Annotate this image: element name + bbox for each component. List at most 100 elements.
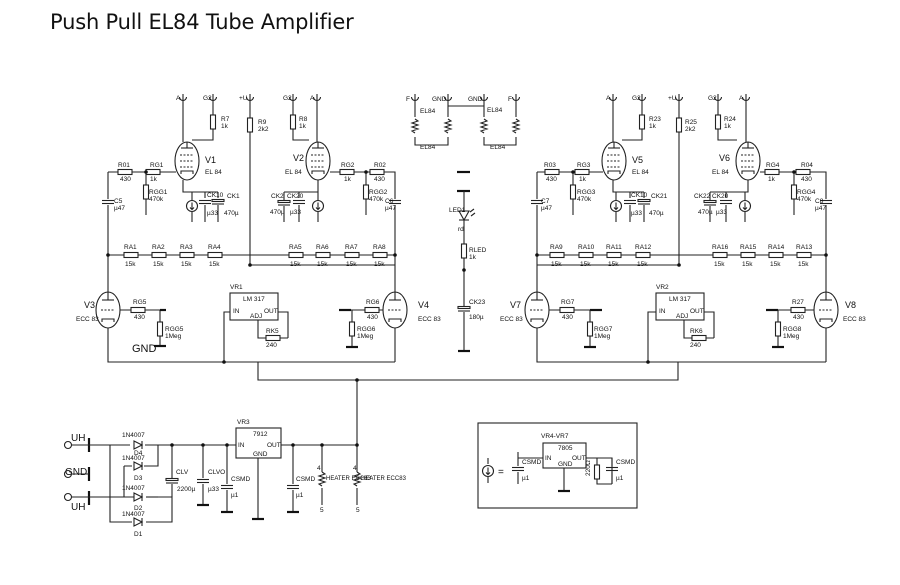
resistor-rg4	[764, 168, 780, 176]
v3-type: ECC 83	[76, 316, 99, 323]
plus-u-jack-left[interactable]	[245, 93, 255, 107]
r03-val: 430	[546, 176, 557, 183]
tube-v2	[305, 141, 331, 181]
inset-regulator-7805	[542, 442, 587, 469]
anode-jack-v2[interactable]	[312, 93, 322, 107]
resistor-ra3	[179, 251, 195, 259]
rgg1-val: 470k	[149, 196, 164, 203]
resistor-rg1	[145, 168, 161, 176]
ra5-val: 15k	[290, 261, 301, 268]
ra15-id: RA15	[740, 244, 757, 251]
anode-jack-v6[interactable]	[741, 93, 751, 107]
r25-val: 2k2	[685, 126, 696, 133]
ra4-id: RA4	[208, 244, 221, 251]
resistor-rg5	[130, 306, 146, 314]
v6-type: EL 84	[712, 169, 729, 176]
r8-val: 1k	[299, 123, 307, 130]
uh-terminal-2[interactable]	[63, 492, 73, 502]
rg3-id: RG3	[577, 162, 591, 169]
resistor-ra9	[549, 251, 565, 259]
anode-jack-v5[interactable]	[608, 93, 618, 107]
resistor-rk5	[265, 334, 281, 342]
ra16-id: RA16	[712, 244, 729, 251]
filament-jack-right[interactable]	[511, 93, 521, 107]
rgg6-id: RGG6	[357, 326, 376, 333]
inset-resistor	[593, 464, 601, 480]
label-a-4: A	[739, 95, 744, 102]
ra8-val: 15k	[374, 261, 385, 268]
current-source-v5	[609, 199, 623, 213]
resistor-rg6	[364, 306, 380, 314]
r9-val: 2k2	[258, 126, 269, 133]
resistor-rgg2	[362, 184, 370, 200]
ra6-val: 15k	[317, 261, 328, 268]
uh-terminal-1[interactable]	[63, 440, 73, 450]
vr3-out: OUT	[267, 442, 281, 449]
clv-id: CLV	[176, 469, 189, 476]
r7-id: R7	[221, 116, 230, 123]
d4-type: 1N4007	[122, 432, 145, 439]
current-source-v2	[311, 199, 325, 213]
ra16-val: 15k	[714, 261, 725, 268]
vr3-id: VR3	[237, 419, 250, 426]
gnd-terminal[interactable]	[63, 469, 73, 479]
label-plusu-2: +U	[668, 95, 677, 102]
ck20b-id: CK20	[712, 193, 729, 200]
ra15-val: 15k	[742, 261, 753, 268]
v1-type: EL 84	[205, 169, 222, 176]
resistor-rgg1	[142, 184, 150, 200]
r02-val: 430	[374, 176, 385, 183]
heater-coil-1	[411, 118, 419, 134]
rgg5-val: 1Meg	[165, 333, 182, 340]
heater-coil-2	[444, 118, 452, 134]
d2-id: D2	[134, 505, 143, 512]
inset-cap-csmd-1	[511, 466, 525, 472]
label-g2-2: G2	[283, 95, 292, 102]
ra6-id: RA6	[316, 244, 329, 251]
ra-chain-right: RA9 15k RA10 15k RA11 15k RA12 15k RA16 …	[537, 244, 826, 268]
label-gnd-2: GND	[468, 96, 483, 103]
label-el84-1: EL84	[420, 108, 436, 115]
label-el84-4: EL84	[420, 144, 436, 151]
inset-in: IN	[545, 455, 552, 462]
vr1-type: LM 317	[243, 296, 265, 303]
regulator-vr2	[655, 292, 705, 321]
label-g2-1: G2	[203, 95, 212, 102]
csmd1-val: µ1	[231, 492, 239, 499]
cap-ck10-left	[198, 199, 212, 205]
gnd-label: GND	[132, 343, 157, 355]
regulator-vr3	[235, 427, 282, 459]
gnd-label-psu: GND	[65, 467, 87, 478]
rg1-id: RG1	[150, 162, 164, 169]
resistor-ra11	[606, 251, 622, 259]
rgg8-val: 1Meg	[783, 333, 800, 340]
output-stage-left: A G2 +U G2 A R7 1k R9 2k2 R8 1k V1 EL 84…	[101, 93, 402, 265]
filament-jack-left[interactable]	[410, 93, 420, 107]
csmd2-id: CSMD	[296, 476, 315, 483]
resistor-rled	[460, 243, 468, 259]
resistor-ra8	[372, 251, 388, 259]
tube-v8	[813, 291, 839, 329]
current-source-v6	[738, 199, 752, 213]
ck22-id: CK22	[694, 193, 711, 200]
vr2-type: LM 317	[669, 296, 691, 303]
rgg1-id: RGG1	[149, 189, 168, 196]
cap-ck1	[211, 198, 225, 205]
ra10-val: 15k	[580, 261, 591, 268]
csmd1-id: CSMD	[231, 476, 250, 483]
vr2-adj: ADJ	[676, 313, 688, 320]
rg3-val: 1k	[579, 176, 587, 183]
resistor-rgg4	[790, 184, 798, 200]
rk6-val: 240	[690, 342, 701, 349]
c7-val: µ47	[541, 205, 552, 212]
r9-id: R9	[258, 119, 267, 126]
vr1-in: IN	[233, 308, 240, 315]
vr2-in: IN	[659, 308, 666, 315]
anode-jack-v1[interactable]	[178, 93, 188, 107]
plus-u-jack-right[interactable]	[674, 93, 684, 107]
tube-v3	[95, 291, 121, 329]
resistor-ra4	[207, 251, 223, 259]
inset-current-source-icon	[481, 464, 495, 478]
ck22-val: 470µ	[698, 209, 713, 216]
